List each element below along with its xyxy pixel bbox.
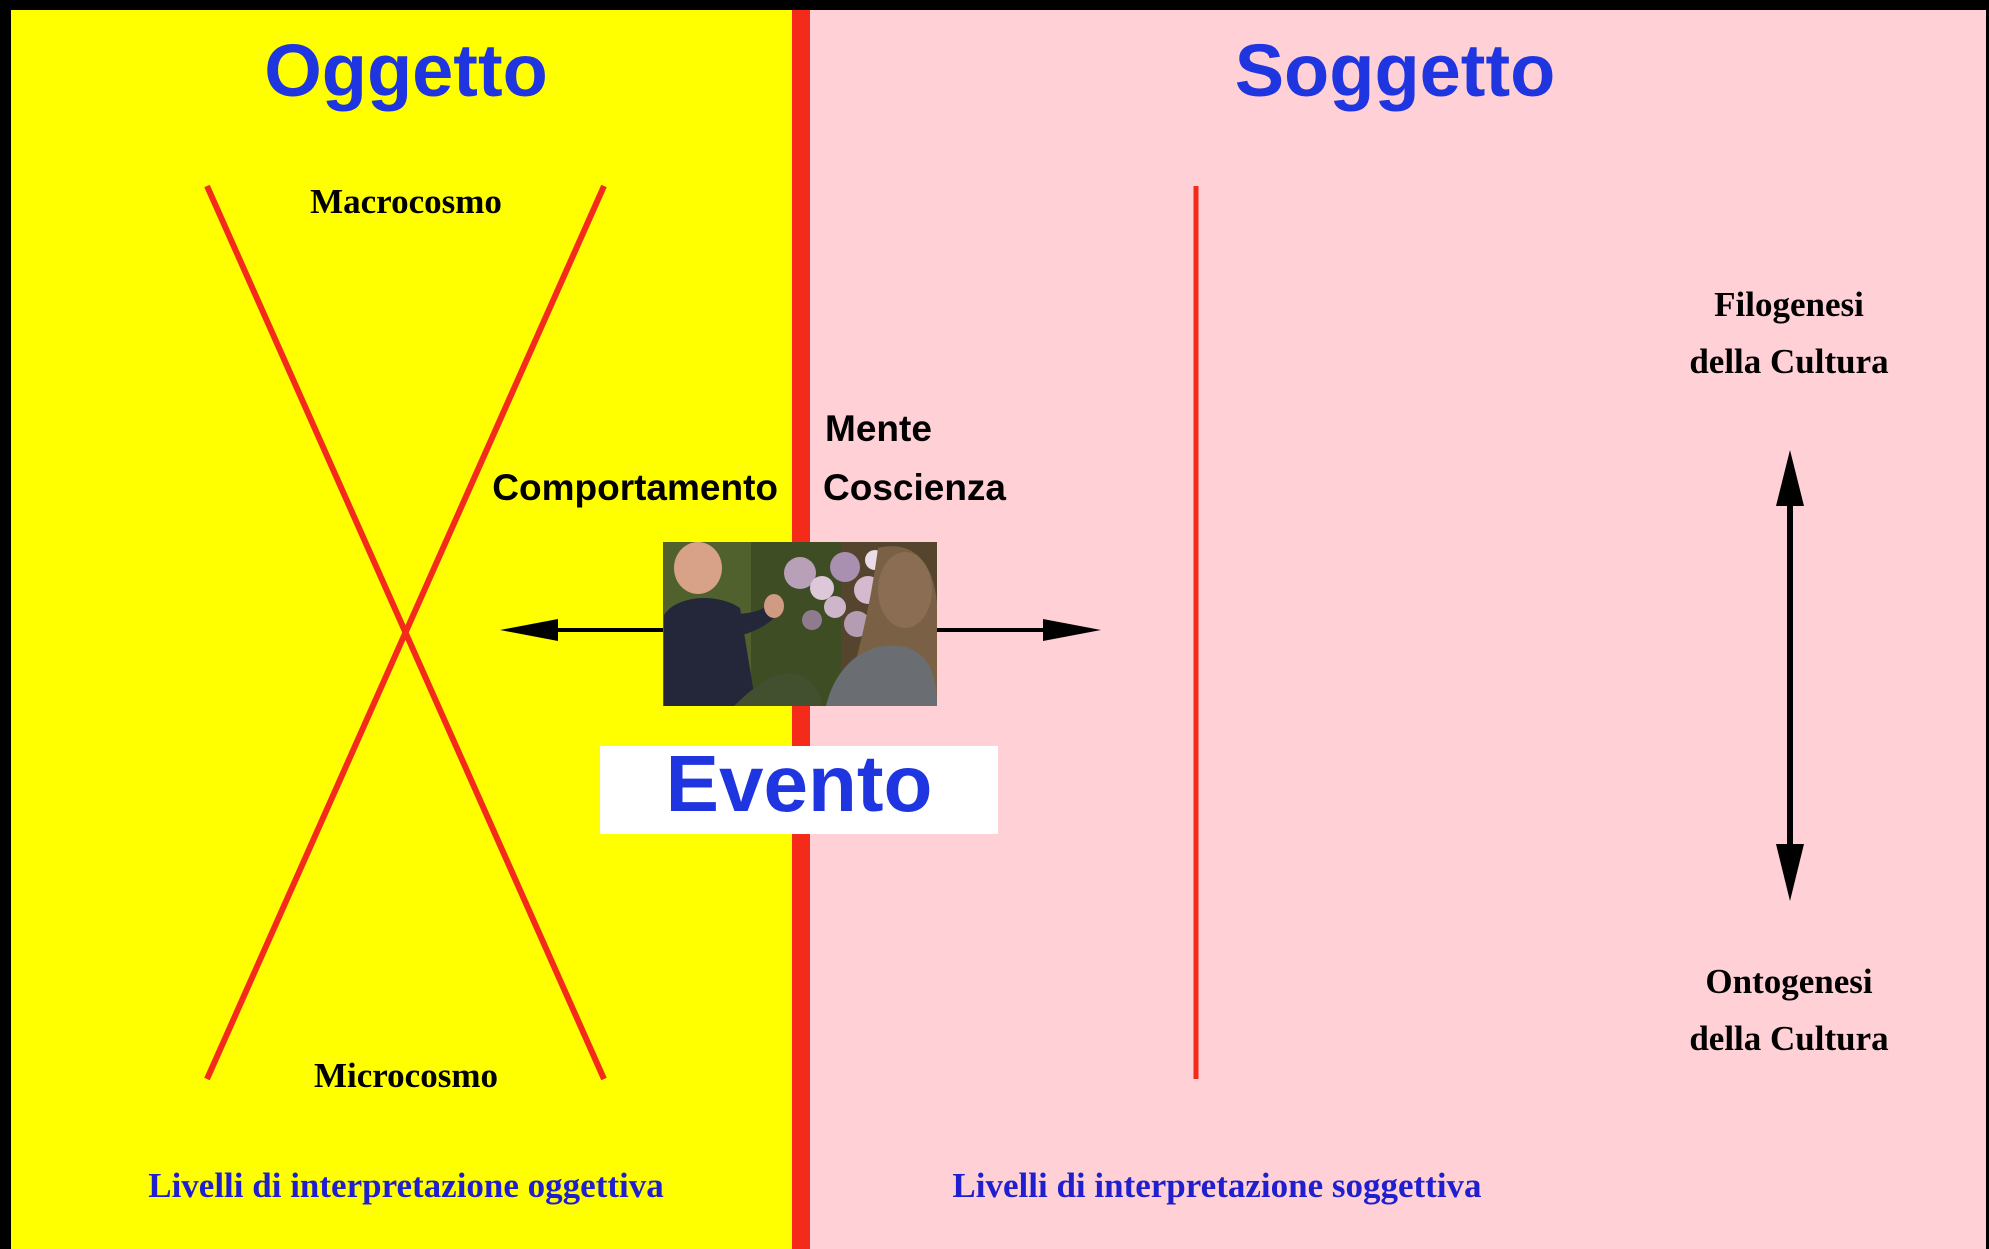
mind-label: Mente [825,408,932,449]
right-arrow-head [1043,619,1101,641]
left-arrow-head [500,619,558,641]
subject-levels-caption: Livelli di interpretazione soggettiva [952,1166,1481,1205]
culture-arrow-up-head [1776,450,1804,506]
subject-title: Soggetto [1235,29,1556,112]
ontogenesis-line-2: della Cultura [1689,1019,1888,1058]
behavior-label: Comportamento [492,467,778,508]
phylogenesis-line-2: della Cultura [1689,342,1888,381]
object-title: Oggetto [264,29,548,112]
culture-arrow-down-head [1776,844,1804,901]
macrocosm-label: Macrocosmo [310,182,502,221]
microcosm-label: Microcosmo [314,1056,498,1095]
consciousness-label: Coscienza [823,467,1006,508]
event-photo [663,542,937,706]
cross-line-ascending [204,184,607,1081]
ontogenesis-line-1: Ontogenesi [1705,962,1873,1001]
phylogenesis-line-1: Filogenesi [1714,285,1864,324]
event-box [600,746,998,834]
object-levels-caption: Livelli di interpretazione oggettiva [148,1166,664,1205]
event-label: Evento [666,739,933,828]
